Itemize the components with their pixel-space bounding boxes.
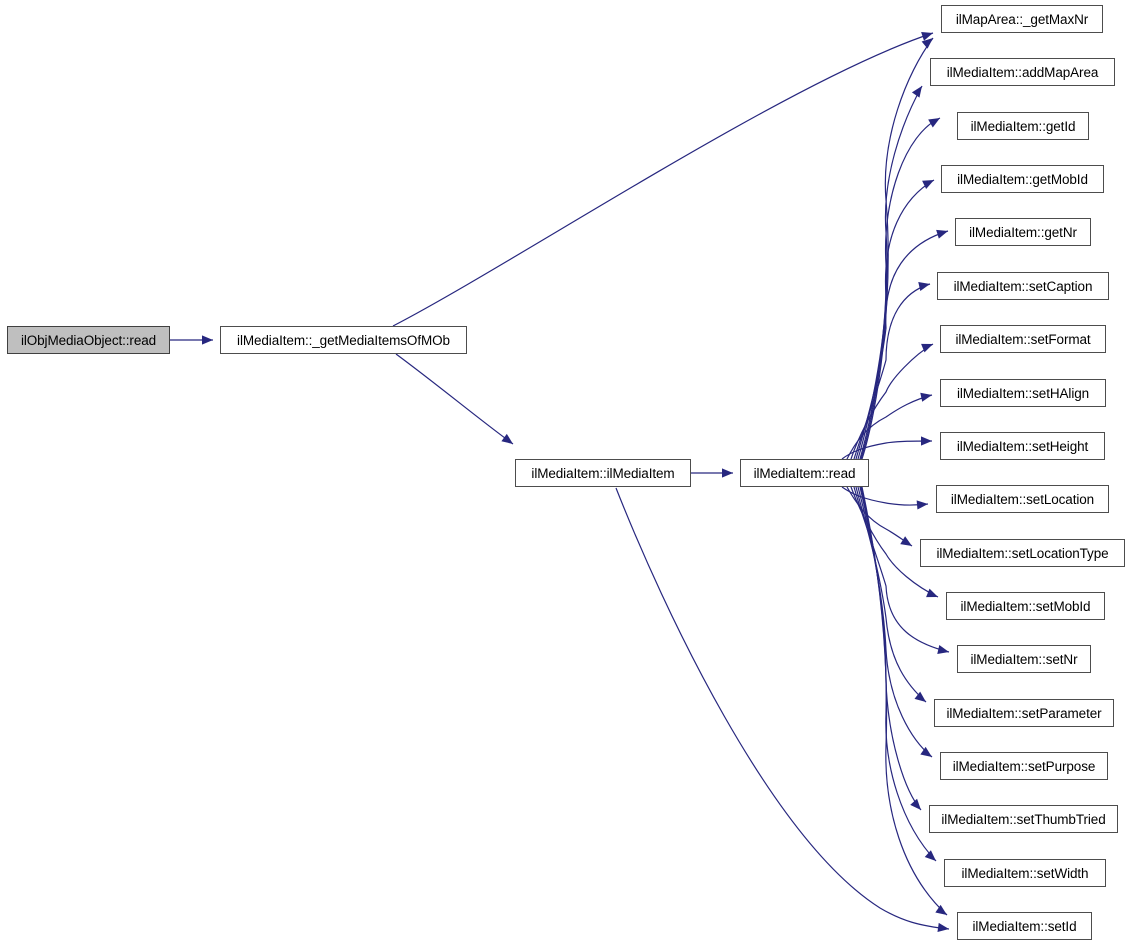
arrowhead-icon: [501, 433, 513, 444]
graph-node-label: ilMediaItem::setMobId: [960, 598, 1091, 614]
call-edge: [846, 394, 933, 460]
arrowhead-icon: [921, 436, 932, 446]
arrowhead-icon: [202, 335, 213, 345]
graph-node-ilmediaitem-sethalign[interactable]: ilMediaItem::setHAlign: [940, 379, 1106, 407]
graph-node-ilmediaitem-setlocation[interactable]: ilMediaItem::setLocation: [936, 485, 1109, 513]
graph-node-label: ilMediaItem::setLocationType: [936, 545, 1109, 561]
call-edge: [861, 37, 934, 460]
arrowhead-icon: [918, 281, 930, 291]
graph-node-label: ilMediaItem::setPurpose: [952, 758, 1096, 774]
graph-node-label: ilMapArea::_getMaxNr: [955, 11, 1089, 27]
call-edge: [841, 440, 933, 460]
arrowhead-icon: [926, 588, 938, 598]
graph-node-ilmediaitem-addmaparea[interactable]: ilMediaItem::addMapArea: [930, 58, 1115, 86]
call-edge: [615, 487, 950, 930]
arrowhead-icon: [937, 922, 949, 933]
call-edge: [861, 486, 948, 916]
graph-node-ilobjmediaobject-read[interactable]: ilObjMediaObject::read: [7, 326, 170, 354]
arrowhead-icon: [922, 180, 934, 189]
graph-node-label: ilMediaItem::setNr: [970, 651, 1078, 667]
arrowhead-icon: [928, 118, 940, 128]
arrowhead-icon: [916, 500, 928, 510]
graph-node-ilmediaitem-setlocationtype[interactable]: ilMediaItem::setLocationType: [920, 539, 1125, 567]
graph-node-ilmediaitem-setthumbtried[interactable]: ilMediaItem::setThumbTried: [929, 805, 1118, 833]
graph-node-ilmediaitem-setwidth[interactable]: ilMediaItem::setWidth: [944, 859, 1106, 887]
graph-node-ilmediaitem-setnr[interactable]: ilMediaItem::setNr: [957, 645, 1091, 673]
arrowhead-icon: [936, 229, 948, 239]
graph-node-ilmediaitem-setcaption[interactable]: ilMediaItem::setCaption: [937, 272, 1109, 300]
arrowhead-icon: [937, 645, 949, 655]
arrowhead-icon: [921, 32, 933, 41]
call-edge: [857, 486, 933, 758]
graph-node-label: ilMediaItem::read: [753, 465, 856, 481]
arrowhead-icon: [900, 536, 912, 546]
graph-node-label: ilMediaItem::setLocation: [950, 491, 1095, 507]
arrowhead-icon: [920, 392, 932, 402]
graph-node-ilmediaitem-setmobid[interactable]: ilMediaItem::setMobId: [946, 592, 1105, 620]
arrowhead-icon: [911, 86, 922, 98]
graph-node-label: ilMediaItem::ilMediaItem: [531, 465, 675, 481]
graph-node-label: ilMediaItem::setWidth: [961, 865, 1089, 881]
graph-node-ilmaparea-getmaxnr[interactable]: ilMapArea::_getMaxNr: [941, 5, 1103, 33]
graph-node-label: ilMediaItem::getNr: [969, 224, 1077, 240]
arrowhead-icon: [935, 904, 947, 915]
arrowhead-icon: [921, 343, 933, 353]
graph-node-label: ilMediaItem::getId: [970, 118, 1076, 134]
call-edge: [860, 85, 923, 460]
call-edge: [841, 486, 929, 506]
graph-node-label: ilMediaItem::setThumbTried: [941, 811, 1106, 827]
call-edge: [850, 343, 934, 460]
arrowhead-icon: [921, 38, 933, 49]
call-edge: [392, 32, 934, 327]
call-edge: [855, 486, 927, 703]
arrowhead-icon: [914, 691, 926, 702]
graph-node-label: ilMediaItem::setId: [972, 918, 1077, 934]
graph-node-label: ilMediaItem::getMobId: [957, 171, 1088, 187]
graph-node-ilmediaitem-setpurpose[interactable]: ilMediaItem::setPurpose: [940, 752, 1108, 780]
arrowhead-icon: [722, 468, 733, 478]
graph-node-ilmediaitem-setheight[interactable]: ilMediaItem::setHeight: [940, 432, 1105, 460]
graph-node-label: ilMediaItem::setHeight: [956, 438, 1089, 454]
graph-node-ilmediaitem-setformat[interactable]: ilMediaItem::setFormat: [940, 325, 1106, 353]
call-edge: [853, 486, 950, 653]
arrowhead-layer: [202, 32, 949, 933]
graph-node-ilmediaitem-setparameter[interactable]: ilMediaItem::setParameter: [934, 699, 1114, 727]
graph-node-ilmediaitem-getnr[interactable]: ilMediaItem::getNr: [955, 218, 1091, 246]
graph-node-label: ilMediaItem::setCaption: [953, 278, 1093, 294]
graph-node-label: ilMediaItem::_getMediaItemsOfMOb: [237, 332, 450, 348]
edge-layer: [170, 32, 950, 930]
graph-node-label: ilMediaItem::setParameter: [946, 705, 1102, 721]
graph-node-ilmediaitem-setid[interactable]: ilMediaItem::setId: [957, 912, 1092, 940]
arrowhead-icon: [910, 798, 921, 810]
graph-node-ilmediaitem-getmobid[interactable]: ilMediaItem::getMobId: [941, 165, 1104, 193]
graph-node-label: ilMediaItem::setFormat: [955, 331, 1091, 347]
call-edge: [395, 353, 514, 445]
graph-node-label: ilObjMediaObject::read: [20, 332, 157, 348]
call-edge: [857, 179, 935, 460]
graph-node-ilmediaitem-read[interactable]: ilMediaItem::read: [740, 459, 869, 487]
graph-node-label: ilMediaItem::addMapArea: [946, 64, 1099, 80]
arrowhead-icon: [924, 850, 936, 861]
graph-node-label: ilMediaItem::setHAlign: [956, 385, 1090, 401]
graph-node-ilmediaitem-getmediaitemsofmob[interactable]: ilMediaItem::_getMediaItemsOfMOb: [220, 326, 467, 354]
graph-node-ilmediaitem-ilmediaitem[interactable]: ilMediaItem::ilMediaItem: [515, 459, 691, 487]
graph-node-ilmediaitem-getid[interactable]: ilMediaItem::getId: [957, 112, 1089, 140]
arrowhead-icon: [920, 746, 932, 757]
